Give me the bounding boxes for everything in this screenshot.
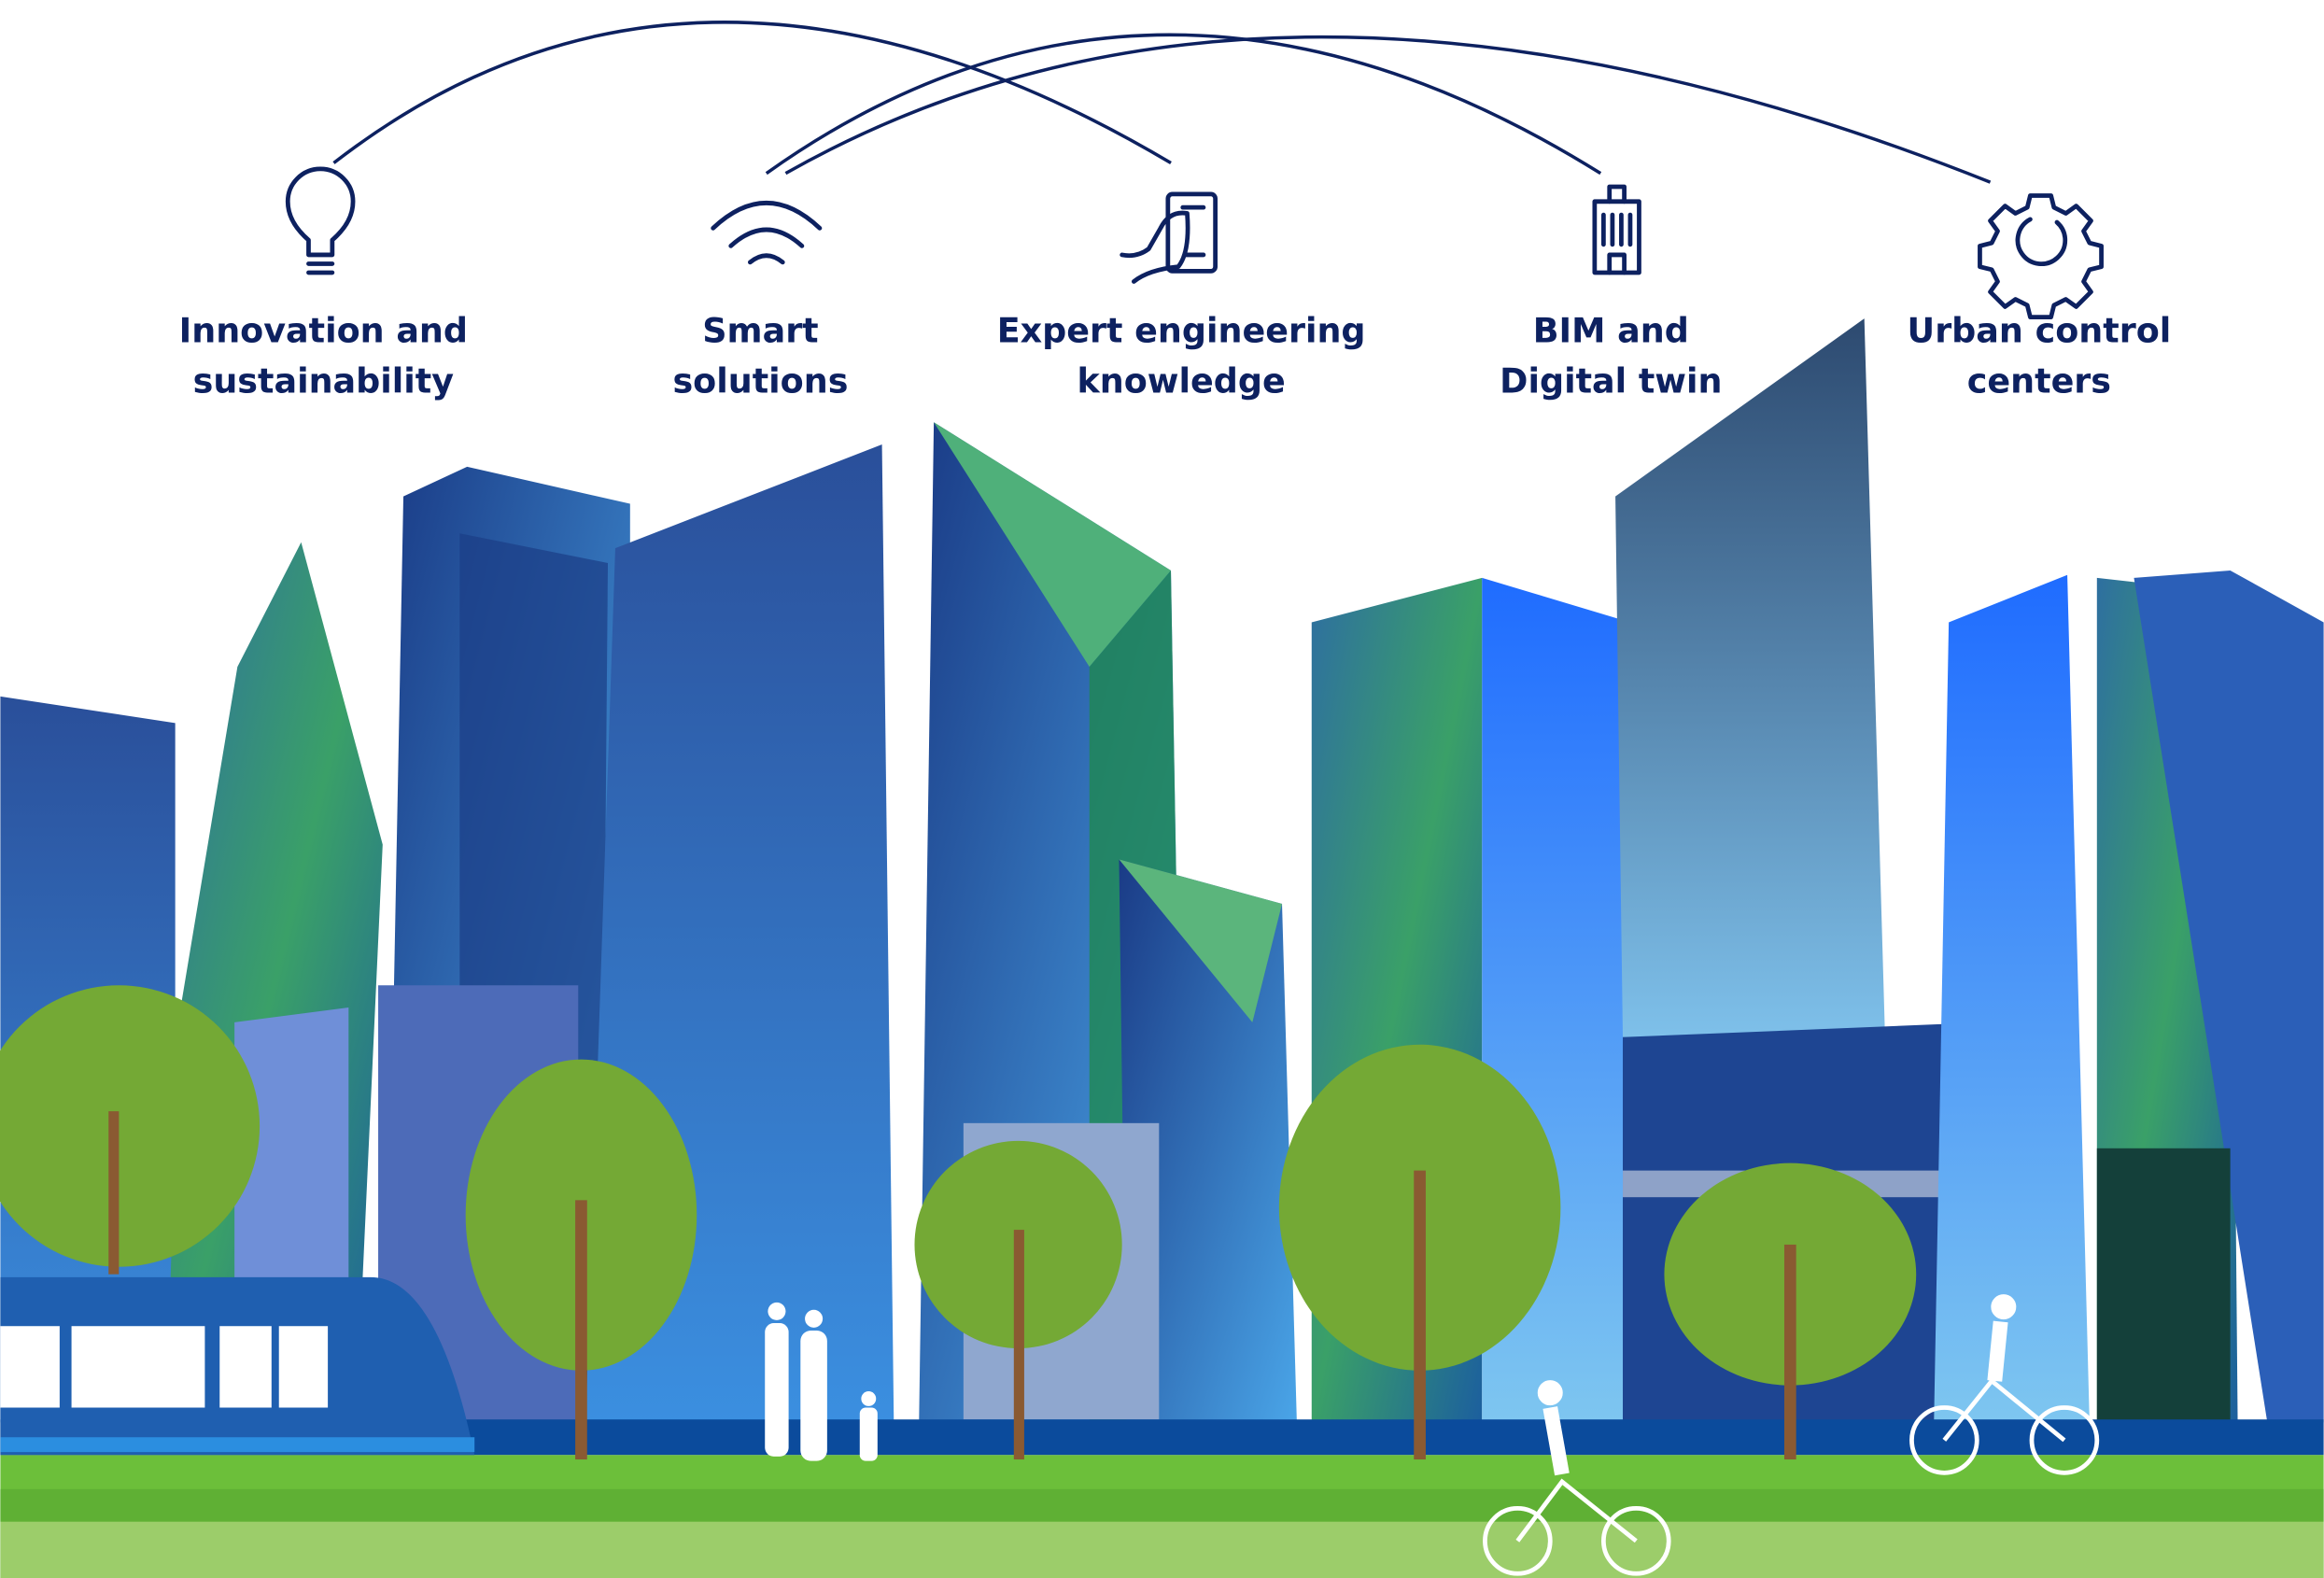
feature-label: Digital twin: [1500, 361, 1722, 402]
tree: [914, 1140, 1122, 1460]
feature-label: solutions: [672, 361, 848, 402]
wifi-icon: [711, 201, 823, 265]
hand-phone-icon: [1120, 191, 1218, 284]
tram: [0, 1276, 475, 1456]
feature-label: sustainability: [193, 361, 455, 402]
feature-label: BIM and: [1533, 311, 1689, 351]
cyclist: [1909, 1294, 2100, 1475]
feature-urban-control: Urban control centers: [1908, 311, 2172, 402]
tree: [0, 985, 261, 1275]
feature-label: Expert engineering: [997, 311, 1366, 351]
feature-label: centers: [1967, 361, 2111, 402]
cyclist: [1483, 1380, 1671, 1576]
feature-label: knowledge: [1077, 361, 1286, 402]
building-icon: [1592, 184, 1641, 275]
tree: [1664, 1162, 1917, 1460]
city-skyline: [0, 318, 2324, 1423]
tree: [465, 1059, 697, 1460]
feature-label: Innovation and: [179, 311, 468, 351]
feature-bim: BIM and Digital twin: [1500, 311, 1722, 402]
tree: [1278, 1044, 1561, 1460]
feature-innovation: Innovation and sustainability: [179, 311, 468, 402]
feature-label: Urban control: [1908, 311, 2172, 351]
feature-engineering: Expert engineering knowledge: [997, 311, 1366, 402]
pedestrians: [765, 1302, 878, 1461]
lightbulb-icon: [285, 166, 356, 275]
gear-icon: [1978, 193, 2104, 319]
feature-label: Smart: [702, 311, 818, 351]
feature-smart-solutions: Smart solutions: [672, 311, 848, 402]
connection-arcs: [332, 21, 1992, 184]
